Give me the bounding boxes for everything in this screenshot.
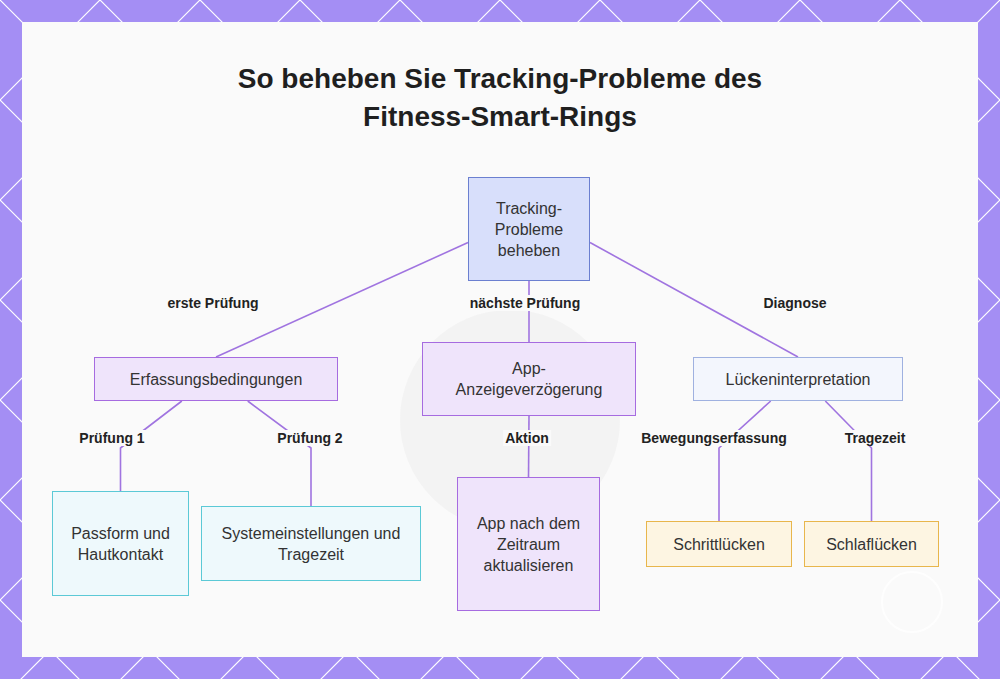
connector-line: [825, 401, 871, 521]
text-stack: Erfassungsbedingungen: [130, 369, 303, 390]
text-stack: Systemeinstellungen und Tragezeit: [212, 523, 410, 565]
panel: [22, 22, 978, 657]
node-label: Schrittlücken: [673, 534, 765, 555]
diagram-title: So beheben Sie Tracking-Probleme des Fit…: [205, 60, 795, 136]
process-box: App nach dem Zeitraum aktualisieren: [457, 477, 600, 611]
edge-label: Aktion: [503, 430, 551, 446]
text-stack: Passform und Hautkontakt: [69, 523, 172, 565]
process-box: App-Anzeigeverzögerung: [422, 342, 636, 416]
edge-label: Bewegungserfassung: [639, 430, 788, 446]
text-stack: Lückeninterpretation: [726, 369, 871, 390]
edge-label: Prüfung 1: [77, 430, 146, 446]
edge-label: erste Prüfung: [165, 295, 260, 311]
connector-line: [719, 401, 771, 521]
text-stack: Schlaflücken: [826, 534, 917, 555]
connector-line: [528, 416, 530, 477]
connector-line: [121, 401, 182, 491]
node-label: App-Anzeigeverzögerung: [445, 358, 613, 400]
node-label: Systemeinstellungen und Tragezeit: [212, 523, 410, 565]
process-box: Passform und Hautkontakt: [52, 491, 189, 596]
edge-label: Diagnose: [761, 295, 828, 311]
process-box: Lückeninterpretation: [693, 357, 903, 401]
process-box: Schrittlücken: [646, 521, 792, 567]
text-stack: Schrittlücken: [673, 534, 765, 555]
connector-line: [248, 401, 311, 506]
logo-mark: [882, 572, 942, 632]
edge-label: Prüfung 2: [275, 430, 344, 446]
node-label: Lückeninterpretation: [726, 369, 871, 390]
process-box: Systemeinstellungen und Tragezeit: [201, 506, 421, 581]
connector-line: [528, 281, 530, 342]
process-box: Schlaflücken: [804, 521, 939, 567]
edge-label: Tragezeit: [843, 430, 908, 446]
node-label: Erfassungsbedingungen: [130, 369, 303, 390]
process-box: Tracking-Probleme beheben: [468, 177, 590, 281]
process-box: Erfassungsbedingungen: [94, 357, 338, 401]
text-stack: App nach dem Zeitraum aktualisieren: [472, 513, 585, 576]
node-label: Schlaflücken: [826, 534, 917, 555]
text-stack: Tracking-Probleme beheben: [475, 198, 583, 261]
text-stack: App-Anzeigeverzögerung: [445, 358, 613, 400]
node-label: App nach dem Zeitraum aktualisieren: [472, 513, 585, 576]
node-label: Tracking-Probleme beheben: [475, 198, 583, 261]
edge-label: nächste Prüfung: [468, 295, 582, 311]
node-label: Passform und Hautkontakt: [69, 523, 172, 565]
